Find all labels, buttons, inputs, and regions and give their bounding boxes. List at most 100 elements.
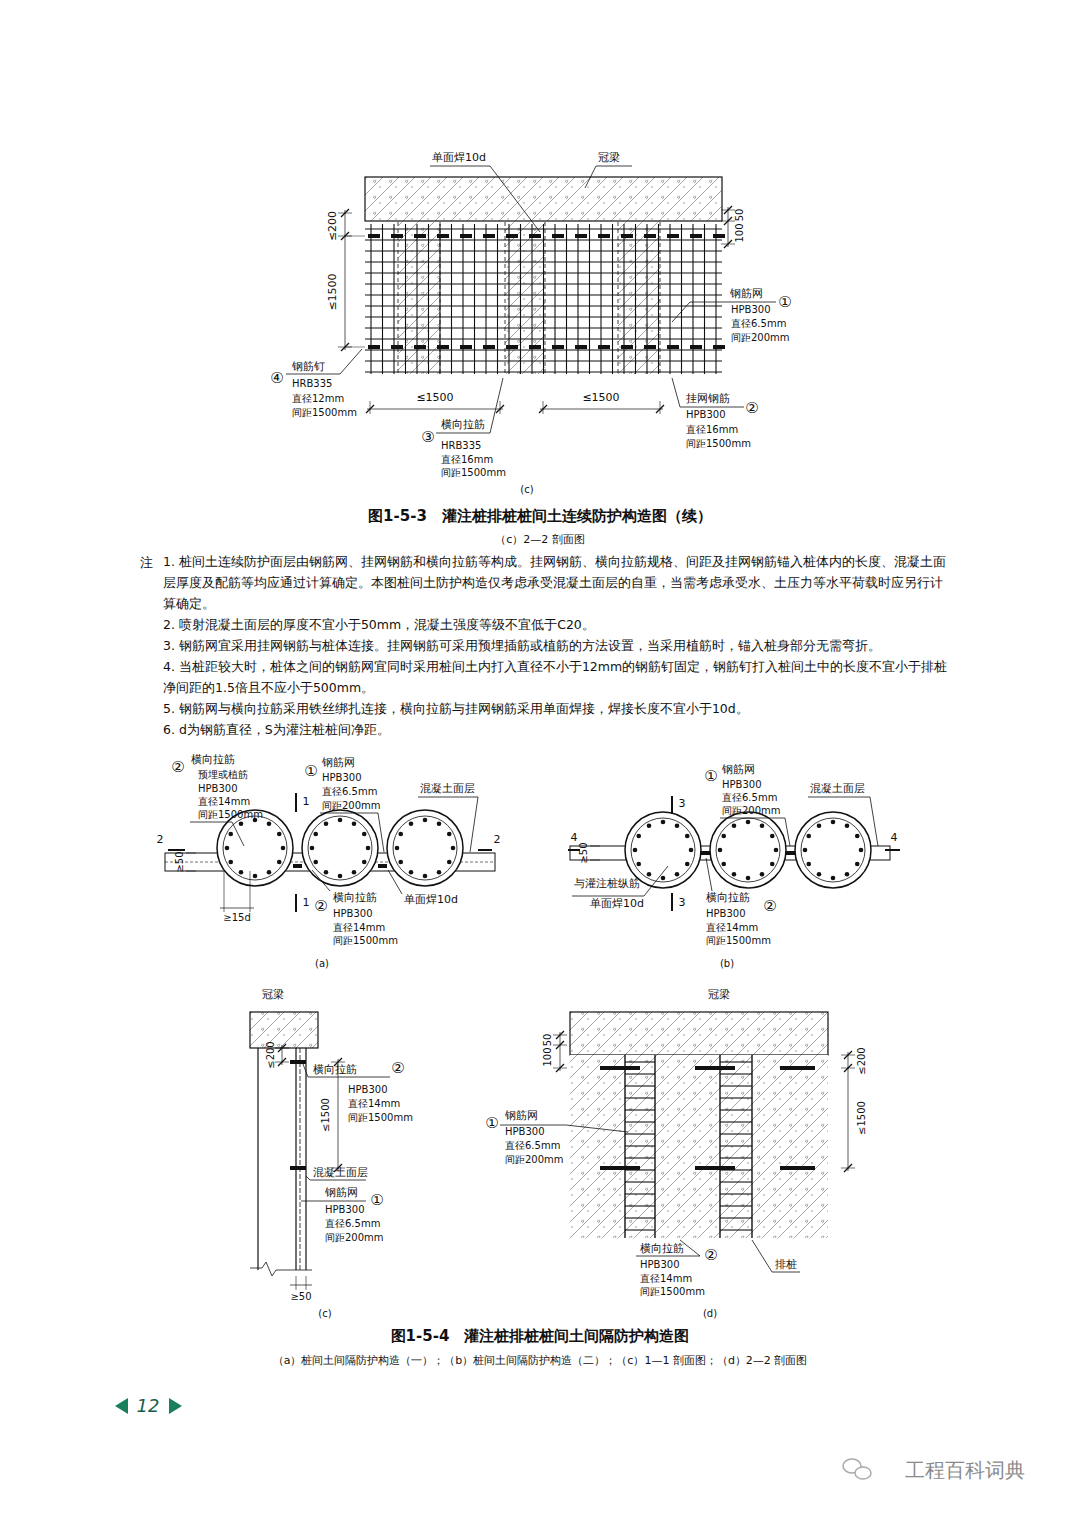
nail-bar [690,345,702,349]
figure-title: 图1-5-3 灌注桩排桩桩间土连续防护构造图（续） [368,508,712,525]
mesh-bar [720,1133,752,1134]
annotation-text: 直径6.5mm [505,1140,560,1152]
leader-line [785,818,790,846]
leader-line [752,1240,772,1272]
annotation-text: 间距200mm [505,1154,564,1166]
mesh-bar [451,224,452,374]
rebar-dot [770,834,775,839]
rebar-dot [366,846,371,851]
annotation-text: 冠梁 [598,152,620,165]
annotation-text: ≤1500 [582,392,619,405]
mesh-bar [720,1109,752,1110]
callout-number: ② [745,401,758,416]
annotation-text: 预埋或植筋 [198,769,248,781]
leader-line [388,870,402,894]
annotation-text: 间距200mm [325,1232,384,1244]
rebar-dot [675,872,680,877]
dimension-tick [278,1044,286,1052]
mesh-bar [658,224,659,374]
mesh-bar [720,1145,752,1146]
mesh-bar [405,224,406,374]
mesh-bar [625,1193,655,1194]
annotation-text: 单面焊10d [432,152,486,165]
pile-section [795,812,871,888]
rebar-dot [845,872,850,877]
rebar-dot [398,832,403,837]
note-text: 4. 当桩距较大时，桩体之间的钢筋网宜同时采用桩间土内打入直径不小于12mm的钢… [163,656,953,698]
note-text: 2. 喷射混凝土面层的厚度不宜小于50mm，混凝土强度等级不宜低于C20。 [163,614,953,635]
leader-line [490,166,540,232]
dimension-text: 100 [542,1047,554,1066]
rebar-dot [760,823,765,828]
mesh-bar [531,224,532,374]
leader-line [190,822,232,823]
annotation-text: 直径14mm [333,922,385,934]
nail-bar [575,345,587,349]
mesh-bar [365,360,722,361]
dimension-line [367,409,503,410]
annotation-text: 钢筋网 [325,1187,358,1200]
annotation-text: 1 [303,796,310,809]
annotation-text: HPB300 [722,779,762,791]
callout-number: ④ [270,371,283,386]
leader-line [500,1125,566,1126]
annotation-text: HPB300 [505,1126,545,1138]
nail-bar [414,234,426,238]
dimension-tick [844,1064,852,1072]
leader-line [430,166,490,167]
pile-section [625,812,701,888]
nail-bar [437,345,449,349]
dimension-text: 100 [734,223,746,242]
dimension-line [345,210,346,350]
annotation-text: ≥50 [290,1291,311,1303]
leader-line [808,797,870,798]
annotation-text: 直径6.5mm [322,786,377,798]
annotation-text: HPB300 [325,1204,365,1216]
rebar-dot [324,821,329,826]
rebar-dot [831,820,836,825]
leader-line [436,433,490,434]
nail-bar [644,234,656,238]
nail-bar [483,234,495,238]
callout-number: ① [704,769,717,784]
callout-number: ② [763,899,776,914]
annotation-text: 直径14mm [198,796,250,808]
dimension-tick [556,1041,564,1049]
annotation-text: 混凝土面层 [810,783,865,796]
annotation-text: 钢筋网 [730,288,763,301]
rebar-dot [447,832,452,837]
nail-bar [667,234,679,238]
annotation-text: 混凝土面层 [313,1167,368,1180]
mesh-bar [720,1085,752,1086]
nail-bar [483,345,495,349]
nail-bar [552,234,564,238]
dimension-tick [341,209,349,217]
callout-number: ① [370,1193,383,1208]
annotation-text: 直径14mm [348,1098,400,1110]
rebar-dot [685,862,690,867]
mesh-bar [462,224,463,374]
mesh-bar [365,316,722,317]
leader-line [301,1201,310,1202]
rebar-dot [451,846,456,851]
pile-section [302,810,378,886]
dimension-extension [345,236,365,237]
tie-bar [290,1060,306,1064]
dimension-extension [590,860,600,861]
rebar-dot [395,846,400,851]
mesh-bar [681,224,682,374]
annotation-text: 直径16mm [441,454,493,466]
mesh-bar [635,224,636,374]
pile-section [217,810,293,886]
rebar-dot [398,860,403,865]
annotation-text: HPB300 [322,772,362,784]
rebar-dot [817,823,822,828]
annotation-text: 钢筋网 [505,1110,538,1123]
annotation-text: HPB300 [731,304,771,316]
mesh-bar [625,1205,655,1206]
dimension-extension [345,347,365,348]
mesh-bar [520,224,521,374]
nail-bar [644,345,656,349]
rebar-dot [760,872,765,877]
annotation-text: (a) [315,958,329,970]
